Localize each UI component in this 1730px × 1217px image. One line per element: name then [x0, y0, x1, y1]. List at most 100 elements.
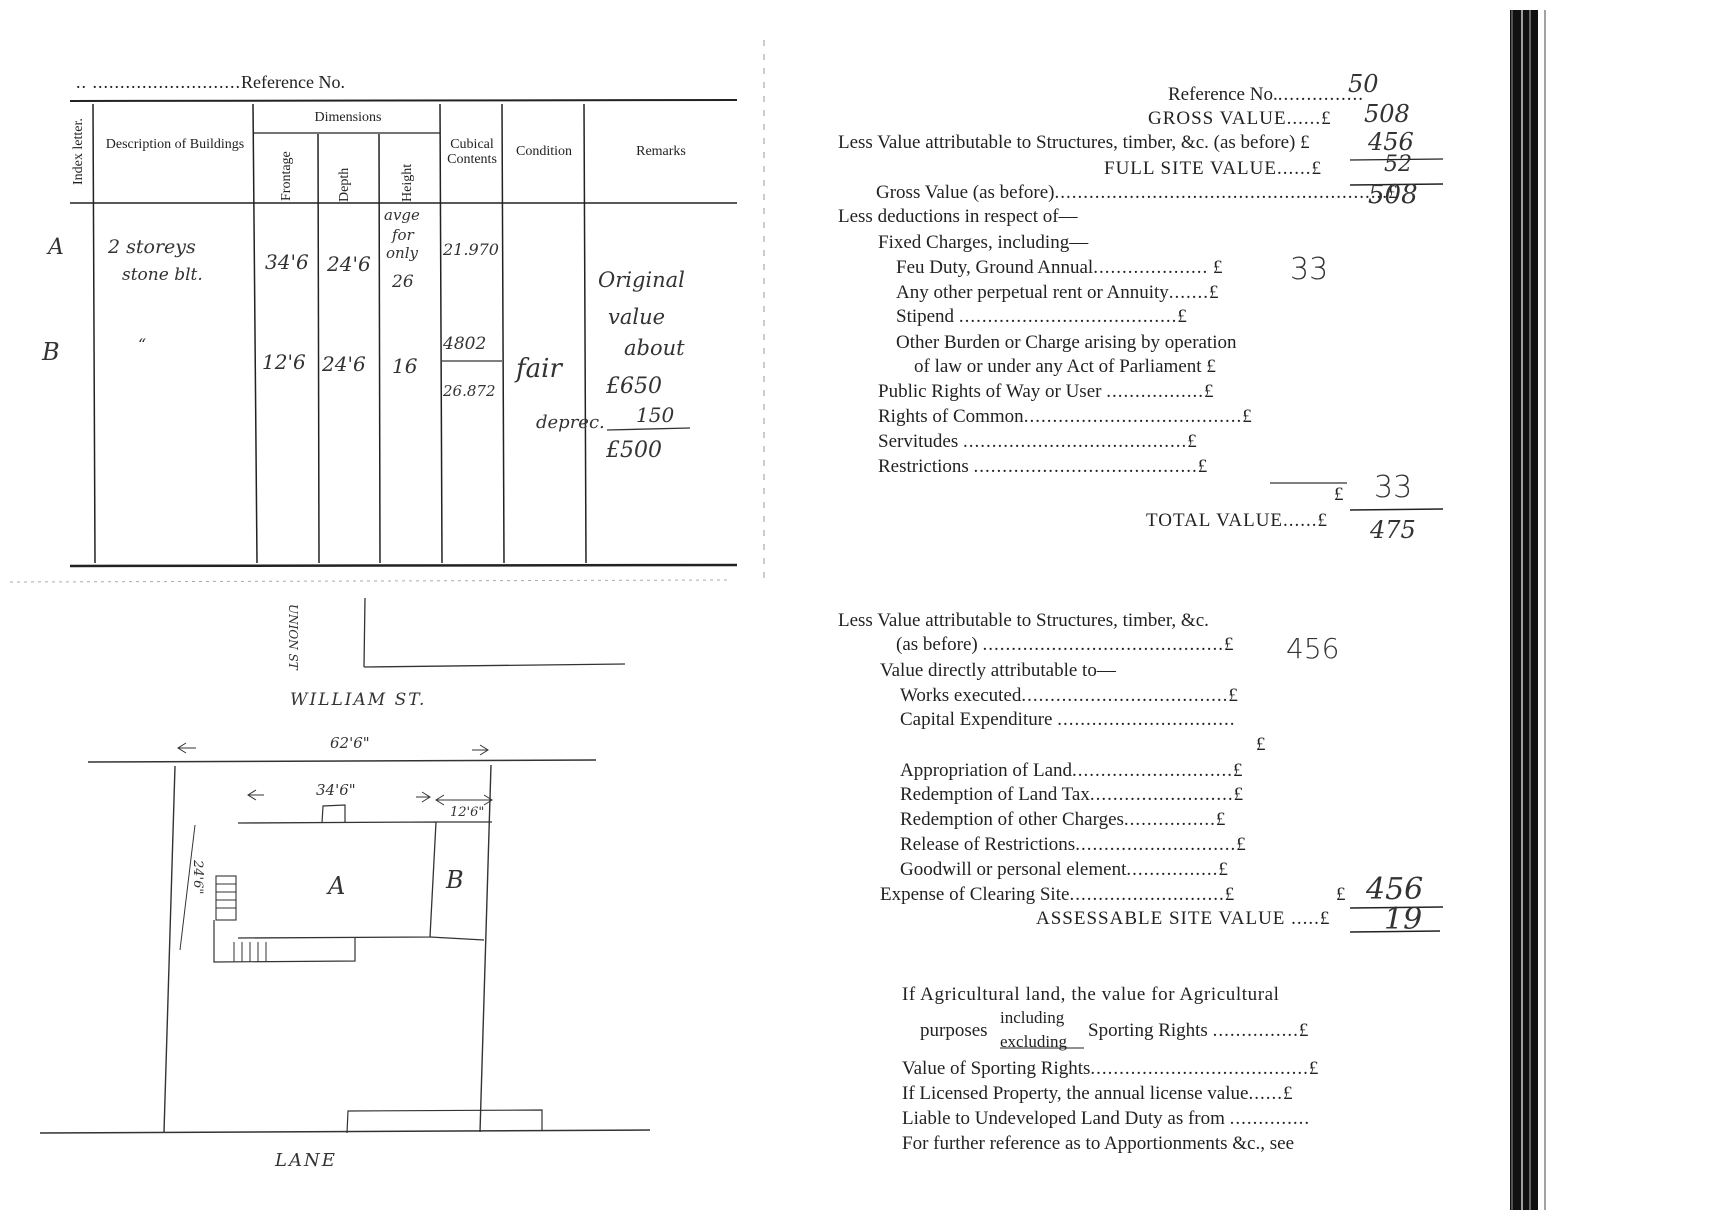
sporting-value-row: Value of Sporting Rights................…	[902, 1058, 1319, 1079]
full-site-value-label: FULL SITE VALUE	[1104, 158, 1277, 179]
release-row: Release of Restrictions.................…	[900, 834, 1246, 855]
row-b-cubical-total: 26.872	[443, 382, 496, 400]
row-a-height-1: avge	[384, 206, 420, 224]
value-directly: Value directly attributable to—	[880, 660, 1116, 681]
plan-william-street: WILLIAM ST.	[290, 690, 427, 710]
goodwill-row: Goodwill or personal element............…	[900, 859, 1228, 880]
pound-sign: £	[1228, 685, 1238, 706]
remarks-line-3: about	[624, 336, 685, 360]
fixed-charges: Fixed Charges, including—	[878, 232, 1089, 253]
plan-dim-total: 62'6"	[330, 734, 370, 752]
plan-dim-b: 12'6"	[450, 805, 485, 820]
rights-common-row: Rights of Common........................…	[878, 406, 1252, 427]
row-a-height-3: only	[386, 244, 418, 262]
pound-sign: £	[1212, 257, 1223, 278]
plan-union-street: UNION ST	[286, 604, 300, 670]
header-cubical-contents: Cubical Contents	[447, 137, 497, 167]
header-depth: Depth	[337, 167, 352, 202]
sporting-rights-row: Sporting Rights ...............£	[1088, 1020, 1309, 1041]
further-reference: For further reference as to Apportionmen…	[902, 1133, 1295, 1154]
row-b-height: 16	[392, 354, 418, 378]
perpetual-rent-row: Any other perpetual rent or Annuity.....…	[896, 282, 1219, 303]
appropriation-label: Appropriation of Land	[900, 760, 1073, 781]
pound-sign: £	[1206, 356, 1216, 377]
gross-as-before-row: Gross Value (as before).................…	[876, 182, 1398, 203]
header-height: Height	[400, 163, 415, 202]
pound-sign: £	[1388, 182, 1398, 203]
pound-sign: £	[1233, 784, 1244, 805]
plan-dim-a: 34'6"	[316, 781, 356, 799]
row-b-condition-note: deprec.	[536, 412, 605, 433]
row-a-depth: 24'6	[327, 252, 371, 276]
row-b-depth: 24'6	[322, 352, 366, 376]
feu-duty-row: Feu Duty, Ground Annual.................…	[896, 257, 1223, 278]
less-structures-2-label: (as before)	[896, 634, 978, 655]
public-rights-label: Public Rights of Way or User	[878, 381, 1102, 402]
header-condition: Condition	[515, 144, 572, 159]
pound-sign: £	[1242, 406, 1252, 427]
licensed-row: If Licensed Property, the annual license…	[902, 1083, 1293, 1104]
remarks-line-5: 150	[636, 403, 675, 427]
servitudes-row: Servitudes .............................…	[878, 431, 1197, 452]
header-description: Description of Buildings	[105, 137, 245, 152]
feu-duty-amount: 33	[1290, 252, 1329, 287]
sporting-value-label: Value of Sporting Rights	[902, 1058, 1091, 1079]
capital-expenditure-label: Capital Expenditure	[900, 709, 1053, 730]
assessable-label: ASSESSABLE SITE VALUE	[1036, 908, 1286, 929]
agricultural-line-1: If Agricultural land, the value for Agri…	[902, 984, 1280, 1005]
row-a-height-4: 26	[392, 272, 414, 292]
less-structures-value: 456	[1368, 128, 1414, 156]
header-index-letter: Index letter.	[71, 118, 86, 185]
plan-dim-depth: 24'6"	[190, 860, 205, 895]
remarks-line-2: value	[608, 305, 666, 329]
capital-expenditure-pound: £	[1256, 734, 1266, 755]
pound-sign: £	[1311, 158, 1322, 179]
header-remarks: Remarks	[636, 144, 686, 159]
pound-sign: £	[1197, 456, 1208, 477]
pound-sign: £	[1209, 282, 1219, 303]
row-a-height-2: for	[392, 226, 414, 244]
servitudes-label: Servitudes	[878, 431, 959, 452]
less-deductions: Less deductions in respect of—	[838, 206, 1078, 227]
less-structures-label: Less Value attributable to Structures, t…	[838, 132, 1310, 153]
deductions-total: 33	[1374, 470, 1413, 505]
pound-sign: £	[1215, 809, 1226, 830]
total-value-amount: 475	[1370, 516, 1416, 544]
other-burden-2-label: of law or under any Act of Parliament	[914, 356, 1202, 377]
right-reference-label: Reference No.	[1168, 84, 1278, 105]
release-label: Release of Restrictions	[900, 834, 1076, 855]
gross-value-label: GROSS VALUE	[1148, 108, 1287, 129]
agricultural-excluding: excluding	[1000, 1032, 1068, 1051]
less-structures-2-row: (as before) ............................…	[896, 634, 1234, 655]
plan-label-a: A	[328, 872, 346, 900]
redemption-other-row: Redemption of other Charges.............…	[900, 809, 1226, 830]
header-dimensions: Dimensions	[314, 110, 382, 125]
other-burden-2-row: of law or under any Act of Parliament £	[914, 356, 1216, 378]
capital-expenditure-row: Capital Expenditure ....................…	[900, 709, 1236, 730]
left-reference: .. ...........................Reference …	[76, 72, 345, 92]
row-b-condition: fair	[516, 354, 562, 384]
pound-sign: £	[1233, 760, 1243, 781]
pound-sign: £	[1187, 431, 1197, 452]
pound-sign: £	[1218, 859, 1228, 880]
plan-label-b: B	[446, 866, 464, 894]
agricultural-purposes: purposes	[920, 1020, 988, 1041]
less-structures-2-line1: Less Value attributable to Structures, t…	[838, 610, 1209, 631]
agricultural-including: including	[1000, 1008, 1065, 1027]
sporting-rights-label: Sporting Rights	[1088, 1020, 1208, 1041]
right-reference: Reference No................	[1168, 84, 1364, 105]
gross-value-amount: 508	[1364, 100, 1410, 128]
public-rights-row: Public Rights of Way or User ...........…	[878, 381, 1214, 402]
total-value-label: TOTAL VALUE	[1146, 510, 1284, 531]
row-b-cubical: 4802	[443, 334, 487, 354]
pound-sign: £	[1308, 1058, 1319, 1079]
stipend-label: Stipend	[896, 306, 955, 327]
left-reference-label: Reference No.	[241, 72, 345, 92]
restrictions-row: Restrictions ...........................…	[878, 456, 1208, 477]
row-a-index: A	[48, 235, 64, 260]
clearing-label: Expense of Clearing Site	[880, 884, 1070, 905]
clearing-row: Expense of Clearing Site................…	[880, 884, 1235, 905]
assessable-amount: 19	[1384, 902, 1423, 937]
